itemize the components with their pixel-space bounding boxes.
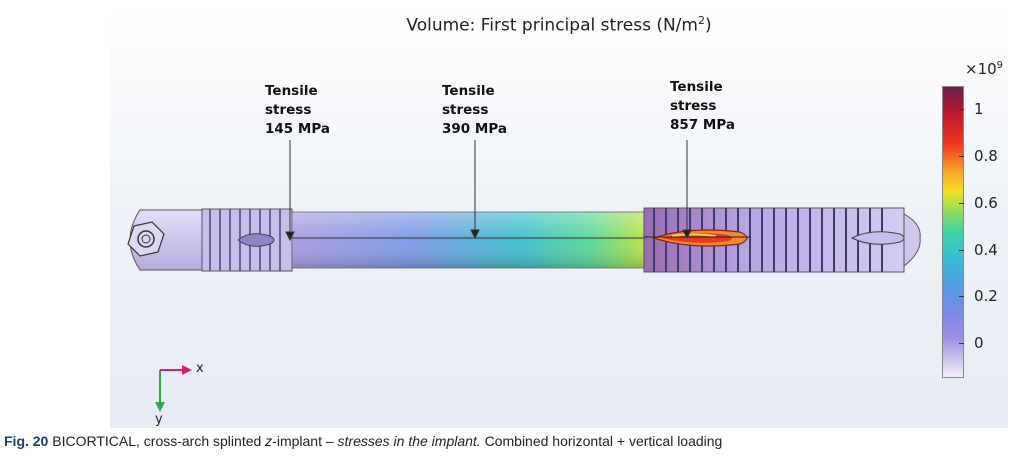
colorbar-tick-mark [959, 296, 964, 298]
annotation-pointers [285, 140, 692, 242]
implant-head [127, 209, 211, 271]
distal-thread [643, 207, 921, 273]
colorbar-tick-mark [959, 109, 964, 111]
axis-triad [155, 365, 192, 412]
colorbar-tick-label: 0.8 [974, 147, 998, 166]
implant-shaft [291, 211, 645, 269]
figure-panel: Volume: First principal stress (N/m2) [110, 8, 1008, 428]
colorbar-tick-label: 0 [974, 333, 984, 352]
colorbar-tick-mark [959, 249, 964, 251]
colorbar-tick-label: 0.4 [974, 240, 998, 259]
axis-y-label: y [155, 412, 163, 427]
axis-x-label: x [196, 361, 204, 376]
colorbar-tick-mark [959, 202, 964, 204]
colorbar-tick-mark [959, 342, 964, 344]
colorbar-tick-mark [959, 156, 964, 158]
colorbar-tick-label: 0.2 [974, 287, 998, 306]
figure-caption: Fig. 20 BICORTICAL, cross-arch splinted … [4, 433, 723, 449]
caption-fig-label: Fig. 20 [4, 433, 49, 449]
colorbar [942, 86, 964, 378]
proximal-thread [201, 208, 293, 272]
colorbar-tick-label: 0.6 [974, 193, 998, 212]
colorbar-tick-label: 1 [974, 100, 984, 119]
colorbar-scale-exponent: ×109 [965, 60, 1004, 78]
implant-model [127, 140, 921, 412]
plot-title: Volume: First principal stress (N/m2) [406, 14, 712, 36]
